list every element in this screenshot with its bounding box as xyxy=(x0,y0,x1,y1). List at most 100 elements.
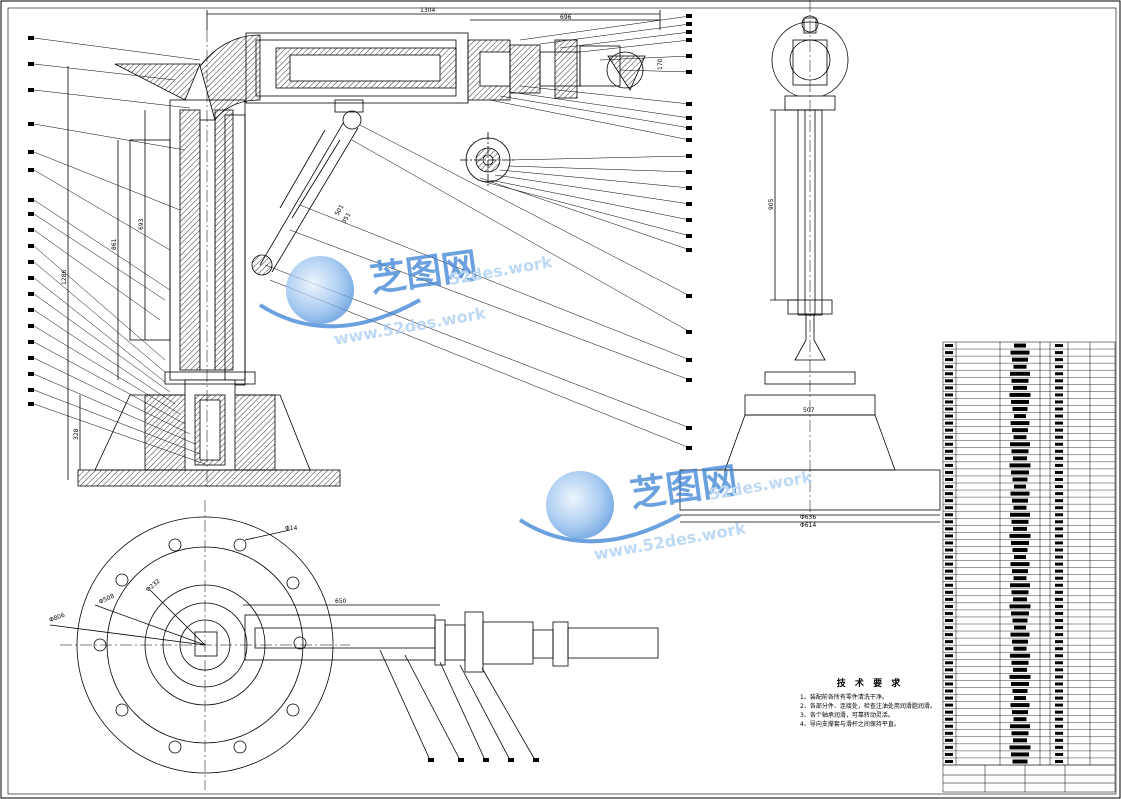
parts-list-cell-block xyxy=(1011,378,1029,383)
parts-list-qty-block xyxy=(1055,661,1063,665)
parts-list-cell-block xyxy=(1012,498,1028,503)
parts-list-index-block xyxy=(945,365,953,369)
dim-plan-radius: 650 xyxy=(335,598,347,605)
parts-list-cell-block xyxy=(1011,681,1029,686)
parts-list-cell-block xyxy=(1009,674,1031,679)
parts-list-cell-block xyxy=(1009,533,1031,538)
plan-view xyxy=(49,500,659,790)
parts-list-index-block xyxy=(945,470,953,474)
parts-list-index-block xyxy=(945,724,953,728)
parts-list-index-block xyxy=(945,414,953,418)
parts-list-qty-block xyxy=(1055,760,1063,763)
parts-list-qty-block xyxy=(1055,640,1063,644)
parts-list-cell-block xyxy=(1011,470,1029,475)
leader-tags-left xyxy=(28,36,34,406)
parts-list-qty-block xyxy=(1055,513,1063,517)
parts-list-index-block xyxy=(945,358,953,362)
parts-list-cell-block xyxy=(1010,703,1030,708)
parts-list-index-block xyxy=(945,499,953,503)
dim-plan-dia-a: Φ806 xyxy=(48,612,66,624)
parts-list-index-block xyxy=(945,485,953,489)
parts-list-qty-block xyxy=(1055,576,1063,580)
parts-list-qty-block xyxy=(1055,527,1063,531)
parts-list-qty-block xyxy=(1055,407,1063,411)
parts-list-cell-block xyxy=(1010,512,1030,517)
dim-arm-b: 351 xyxy=(341,211,353,225)
parts-list-cell-block xyxy=(1012,357,1028,362)
parts-list-qty-block xyxy=(1055,365,1063,369)
parts-list-qty-block xyxy=(1055,562,1063,566)
parts-list-cell-block xyxy=(1011,399,1029,404)
note-item: 2、各部分件、连接处，检查注油处用润滑脂润滑。 xyxy=(800,703,936,710)
parts-list-index-block xyxy=(945,590,953,594)
parts-list-cell-block xyxy=(1011,519,1029,524)
parts-list-cell-block xyxy=(1009,604,1031,609)
parts-list-index-block xyxy=(945,400,953,404)
parts-list-qty-block xyxy=(1055,421,1063,425)
parts-list-qty-block xyxy=(1055,414,1063,418)
parts-list-index-block xyxy=(945,703,953,707)
watermark-globe-icon-2 xyxy=(546,471,614,539)
parts-list-cell-block xyxy=(1013,667,1027,672)
parts-list-cell-block xyxy=(1010,653,1030,658)
parts-list-index-block xyxy=(945,668,953,672)
parts-list-cell-block xyxy=(1012,618,1028,623)
parts-list-index-block xyxy=(945,696,953,700)
note-item: 1、装配前各所有零件清洗干净。 xyxy=(800,694,888,701)
parts-list-index-block xyxy=(945,619,953,622)
parts-list-qty-block xyxy=(1055,379,1063,383)
parts-list-qty-block xyxy=(1055,597,1063,601)
inner-frame xyxy=(7,7,1117,795)
parts-list-index-block xyxy=(945,760,953,763)
dim-inner-height: 861 xyxy=(111,238,118,250)
notes-title: 技 术 要 求 xyxy=(836,679,904,689)
parts-list-cell-block xyxy=(1013,597,1027,602)
parts-list-index-block xyxy=(945,562,953,566)
front-view xyxy=(67,10,661,490)
parts-list-index-block xyxy=(945,456,953,460)
parts-list-cell-block xyxy=(1012,407,1028,411)
note-item: 4、导向支撑套与滑杆之间保持平直。 xyxy=(800,721,900,728)
parts-list-qty-block xyxy=(1055,470,1063,474)
parts-list-qty-block xyxy=(1055,351,1063,355)
parts-list-cell-block xyxy=(1009,745,1031,750)
parts-list-qty-block xyxy=(1055,485,1063,489)
parts-list-qty-block xyxy=(1055,633,1063,637)
parts-list-qty-block xyxy=(1055,435,1063,439)
parts-list-qty-block xyxy=(1055,583,1063,587)
parts-list-cell-block xyxy=(1014,696,1026,701)
dim-inner-height-b: 693 xyxy=(138,218,145,230)
parts-list-cell-block xyxy=(1010,724,1030,729)
parts-list-qty-block xyxy=(1055,548,1063,552)
parts-list-qty-block xyxy=(1055,449,1063,453)
parts-list-index-block xyxy=(945,344,953,348)
parts-list-cell-block xyxy=(1014,625,1026,630)
watermark-url-2: www.52des.work xyxy=(592,518,747,563)
technical-requirements: 技 术 要 求 1、装配前各所有零件清洗干净。 2、各部分件、连接处，检查注油处… xyxy=(800,680,940,729)
parts-list-index-block xyxy=(945,626,953,630)
parts-list-cell-block xyxy=(1011,611,1029,616)
dim-overall-width: 1304 xyxy=(420,7,435,14)
parts-list-qty-block xyxy=(1055,752,1063,756)
dim-plan-dia-b: Φ508 xyxy=(98,593,116,606)
leader-lines-left xyxy=(33,37,206,465)
parts-list-rows xyxy=(943,343,1115,766)
parts-list-index-block xyxy=(945,372,953,376)
parts-list-cell-block xyxy=(1013,385,1027,390)
parts-list-cell-block xyxy=(1010,491,1030,496)
parts-list-cell-block xyxy=(1010,442,1030,447)
dim-arm-a: 501 xyxy=(334,203,346,217)
parts-list-index-block xyxy=(945,738,953,742)
parts-list-qty-block xyxy=(1055,675,1063,679)
parts-list-index-block xyxy=(945,492,953,496)
parts-list-index-block xyxy=(945,463,953,467)
parts-list-index-block xyxy=(945,611,953,615)
parts-list-qty-block xyxy=(1055,463,1063,467)
parts-list-index-block xyxy=(945,633,953,637)
parts-list-cell-block xyxy=(1011,660,1029,665)
parts-list-qty-block xyxy=(1055,400,1063,404)
dim-side-flange-b: Φ614 xyxy=(800,522,816,529)
parts-list-qty-block xyxy=(1055,372,1063,376)
parts-list-index-block xyxy=(945,752,953,756)
